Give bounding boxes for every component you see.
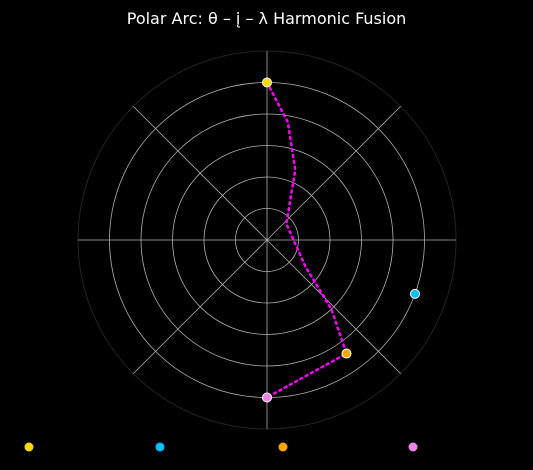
legend-marker: [278, 442, 288, 452]
data-point: [410, 288, 421, 299]
polar-grid: [77, 50, 457, 430]
data-point: [262, 77, 272, 88]
legend: [24, 442, 418, 452]
data-point: [262, 392, 272, 403]
data-points: [262, 77, 421, 403]
angular-spoke: [266, 106, 401, 241]
chart-title: Polar Arc: θ – į – λ Harmonic Fusion: [127, 9, 407, 28]
series-path-line: [265, 81, 349, 399]
series-path: [265, 81, 349, 399]
legend-marker: [408, 442, 418, 452]
angular-spoke: [266, 239, 401, 374]
data-point: [341, 348, 352, 359]
angular-spoke: [133, 106, 268, 241]
legend-marker: [24, 442, 34, 452]
angular-spoke: [133, 239, 268, 374]
legend-marker: [155, 442, 165, 452]
